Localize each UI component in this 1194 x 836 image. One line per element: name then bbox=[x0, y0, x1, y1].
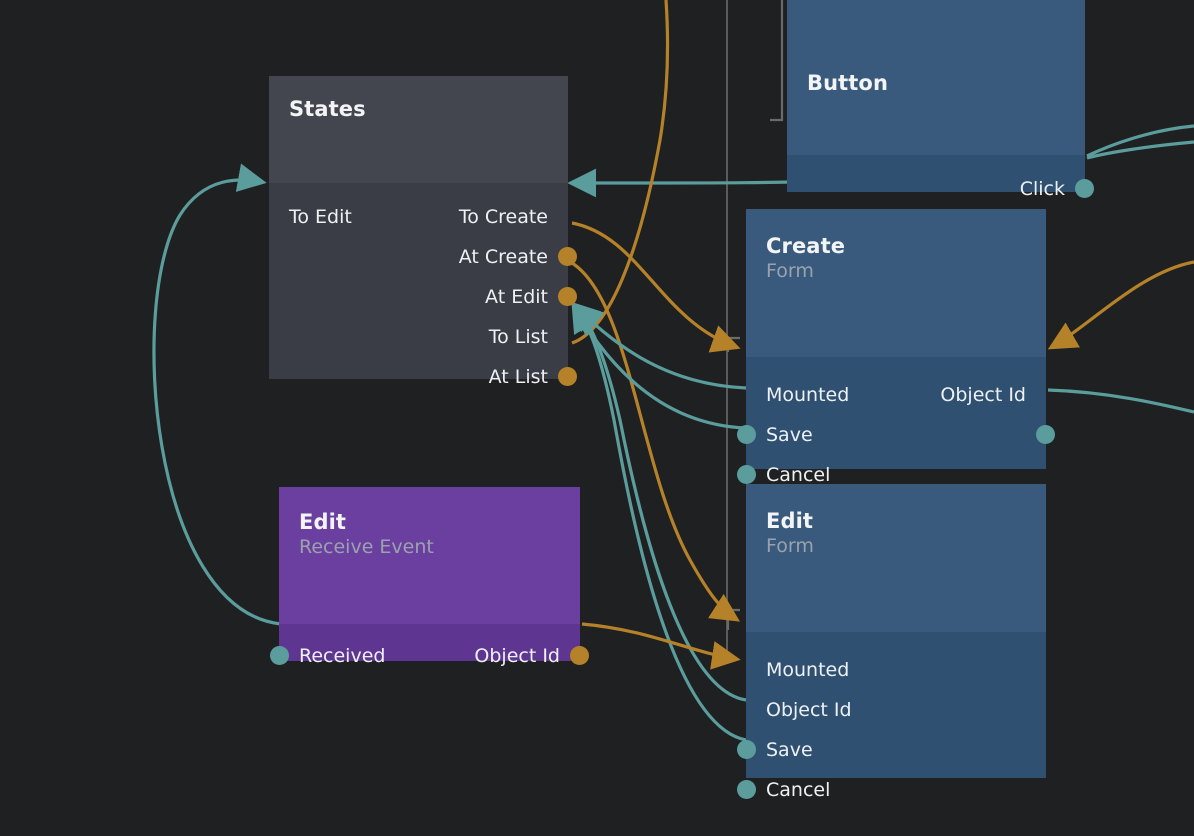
port-dot-click[interactable] bbox=[1075, 179, 1094, 198]
node-edit-form[interactable]: Edit Form Mounted Object Id Save Cancel bbox=[737, 484, 1046, 801]
port-row: Mounted Object Id bbox=[746, 375, 1046, 415]
port-label-to-list: To List bbox=[488, 326, 548, 348]
node-subtitle: Form bbox=[766, 259, 814, 282]
port-row: Save bbox=[737, 730, 1046, 770]
node-body: Mounted Object Id Save Cancel bbox=[737, 632, 1046, 810]
node-body: Received Object Id bbox=[270, 624, 589, 676]
port-label-click: Click bbox=[1019, 178, 1065, 200]
node-header: States bbox=[269, 76, 568, 183]
port-dot-at-edit[interactable] bbox=[558, 287, 577, 306]
port-dot-cancel[interactable] bbox=[737, 465, 756, 484]
port-label-to-edit: To Edit bbox=[289, 206, 352, 228]
port-label-object-id: Object Id bbox=[474, 645, 560, 667]
node-header: Edit Receive Event bbox=[279, 487, 580, 624]
node-body: Click bbox=[787, 155, 1094, 209]
port-label-received: Received bbox=[299, 645, 386, 667]
port-label-at-list: At List bbox=[488, 366, 548, 388]
port-dot-received[interactable] bbox=[270, 646, 289, 665]
node-states[interactable]: States To Edit To Create At Create At Ed… bbox=[269, 76, 577, 388]
node-edit-receive-event[interactable]: Edit Receive Event Received Object Id bbox=[270, 487, 589, 667]
node-create-form[interactable]: Create Form Mounted Object Id Save Cance… bbox=[737, 209, 1055, 486]
port-row: Save bbox=[737, 415, 1055, 455]
port-row: Object Id bbox=[746, 690, 1046, 730]
node-title: States bbox=[289, 97, 366, 121]
node-title: Edit bbox=[766, 509, 814, 533]
port-label-at-create: At Create bbox=[458, 246, 548, 268]
port-label-object-id: Object Id bbox=[766, 699, 852, 721]
port-label-mounted: Mounted bbox=[766, 384, 850, 406]
port-dot-cancel[interactable] bbox=[737, 780, 756, 799]
port-row: Click bbox=[787, 169, 1094, 209]
port-row: Cancel bbox=[737, 455, 1046, 495]
node-header: Edit Form bbox=[746, 484, 1046, 632]
port-dot-at-list[interactable] bbox=[558, 367, 577, 386]
port-dot-save[interactable] bbox=[737, 740, 756, 759]
port-dot-save[interactable] bbox=[737, 425, 756, 444]
node-title: Button bbox=[807, 71, 889, 95]
node-body: To Edit To Create At Create At Edit To L… bbox=[269, 183, 577, 397]
port-label-at-edit: At Edit bbox=[485, 286, 548, 308]
port-dot-output-secondary[interactable] bbox=[1036, 425, 1055, 444]
port-label-to-create: To Create bbox=[458, 206, 548, 228]
port-dot-object-id[interactable] bbox=[570, 646, 589, 665]
node-title: Edit bbox=[299, 510, 347, 534]
node-body: Mounted Object Id Save Cancel bbox=[737, 357, 1055, 495]
port-label-save: Save bbox=[766, 739, 813, 761]
port-row: At List bbox=[269, 357, 577, 397]
port-label-mounted: Mounted bbox=[766, 659, 850, 681]
port-label-cancel: Cancel bbox=[766, 779, 831, 801]
port-label-object-id: Object Id bbox=[940, 384, 1026, 406]
port-row: To List bbox=[269, 317, 568, 357]
port-row: Received Object Id bbox=[270, 636, 589, 676]
port-dot-at-create[interactable] bbox=[558, 247, 577, 266]
port-label-save: Save bbox=[766, 424, 813, 446]
node-header: Button bbox=[787, 50, 1085, 155]
port-row: To Edit To Create bbox=[269, 197, 568, 237]
node-header: Create Form bbox=[746, 209, 1046, 357]
node-button[interactable]: Button Click bbox=[787, 50, 1094, 200]
port-row: Mounted bbox=[746, 650, 1046, 690]
port-row: At Create bbox=[269, 237, 577, 277]
node-partial-top[interactable] bbox=[787, 0, 1085, 68]
port-row: At Edit bbox=[269, 277, 577, 317]
node-subtitle: Receive Event bbox=[299, 535, 434, 558]
node-subtitle: Form bbox=[766, 534, 814, 557]
node-title: Create bbox=[766, 234, 846, 258]
port-label-cancel: Cancel bbox=[766, 464, 831, 486]
port-row: Cancel bbox=[737, 770, 1046, 810]
